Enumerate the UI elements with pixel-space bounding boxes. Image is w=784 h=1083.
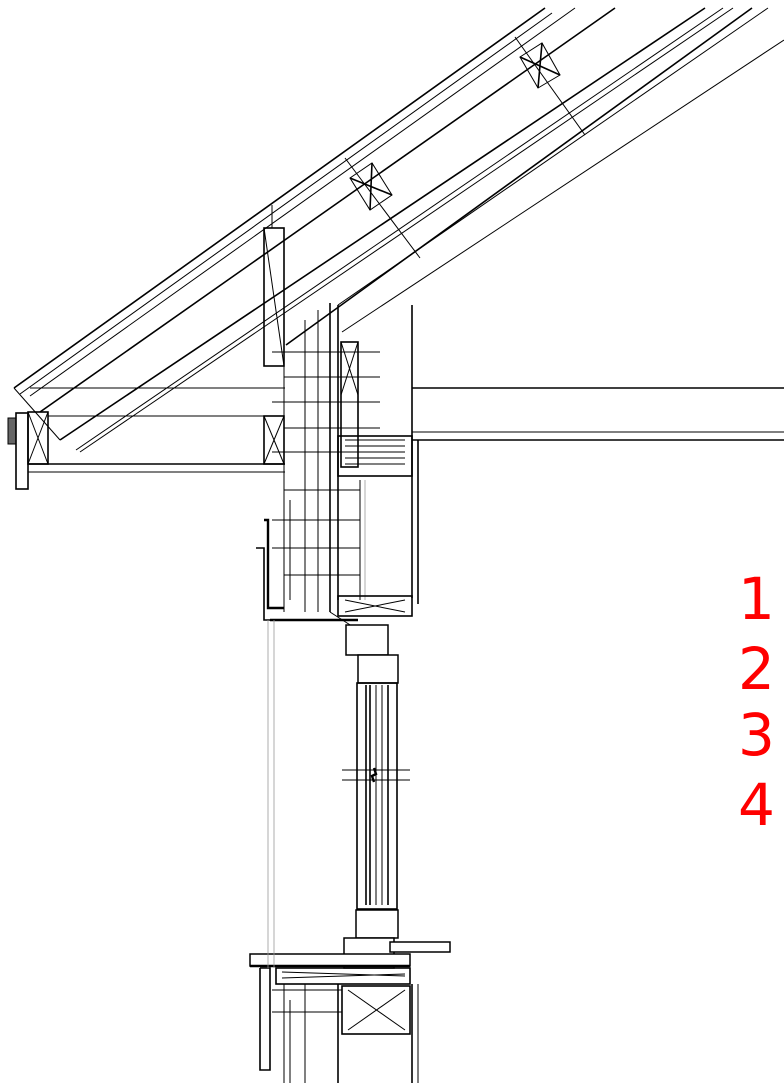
- counter-batten-marker: [514, 36, 586, 136]
- roof-build-up: [13, 7, 784, 453]
- counter-batten-marker: [344, 157, 421, 259]
- facade-lines: [267, 620, 275, 968]
- inner-stud: [340, 341, 359, 468]
- window-sill: [249, 953, 419, 1083]
- label-2: 2: [738, 635, 775, 703]
- label-4: 4: [738, 771, 775, 839]
- wall-plate: [263, 205, 285, 465]
- label-1: 1: [738, 565, 775, 633]
- ceiling-joist: [337, 387, 784, 477]
- eaves-fascia: [7, 387, 285, 490]
- label-3: 3: [738, 701, 775, 769]
- window-frame: [342, 624, 451, 969]
- window-head: [256, 518, 413, 631]
- wall-cross-rails: [272, 351, 380, 576]
